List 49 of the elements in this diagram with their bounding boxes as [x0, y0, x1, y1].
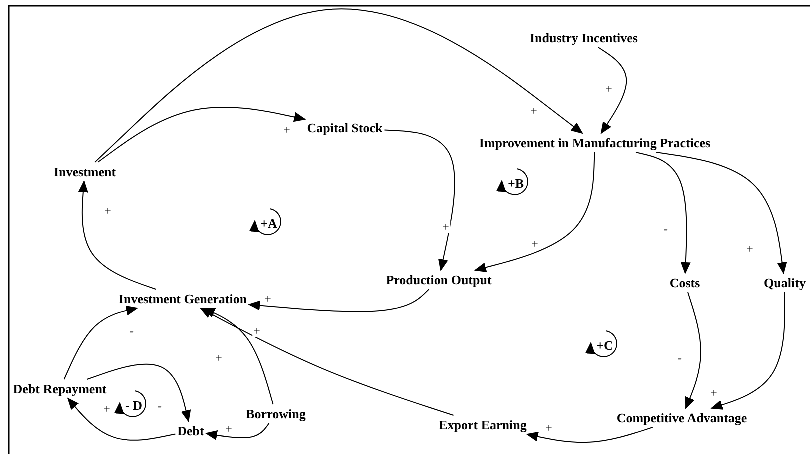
variable-label: Export Earning [439, 418, 527, 432]
polarity-label: + [104, 205, 112, 217]
polarity-label: + [710, 387, 718, 399]
causal-arrow [474, 152, 596, 273]
causal-arrow [67, 398, 176, 441]
polarity-label: + [102, 403, 112, 415]
causal-arrow [64, 306, 138, 380]
causal-arrow [710, 292, 786, 410]
loop-label: +C [596, 339, 614, 353]
variable-label: Competitive Advantage [616, 410, 748, 426]
variable-label: Improvement in Manufacturing Practices [479, 136, 711, 150]
variable-label: Debt Repayment [13, 382, 107, 396]
causal-arrow [526, 427, 654, 443]
causal-arrow [685, 292, 702, 410]
polarity-label: + [264, 293, 272, 305]
variable-label: Borrowing [246, 406, 306, 422]
variable-label: Quality [764, 276, 806, 290]
variable-label: Costs [670, 276, 700, 290]
causal-arrow [384, 130, 456, 272]
causal-arrow [598, 47, 628, 134]
variable-label: Debt [178, 424, 204, 438]
causal-arrow [656, 152, 788, 274]
causal-arrow [636, 152, 691, 274]
causal-arrow [203, 308, 274, 405]
polarity-label: + [442, 221, 450, 233]
variable-label: Industry Incentives [530, 30, 638, 46]
causal-arrow [78, 180, 157, 290]
variable-label: Production Output [386, 272, 492, 288]
causal-arrow [248, 289, 430, 312]
causal-arrow [205, 423, 270, 440]
variable-label: Capital Stock [307, 120, 383, 136]
polarity-label: + [214, 352, 224, 364]
causal-arrow [86, 364, 192, 422]
polarity-label: + [282, 124, 292, 136]
polarity-label: + [544, 422, 554, 434]
causal-arrow [97, 107, 306, 163]
polarity-label: + [746, 243, 754, 255]
polarity-label: + [604, 83, 614, 95]
variable-label: Investment [54, 164, 116, 180]
causal-arrow [94, 8, 584, 163]
polarity-label: + [530, 105, 538, 117]
polarity-label: + [530, 238, 540, 250]
loop-label: +A [260, 217, 278, 231]
causal-arrow [200, 308, 454, 416]
polarity-label: + [252, 325, 262, 337]
polarity-label: + [224, 423, 234, 435]
loop-label: +B [508, 177, 524, 191]
loop-label: - D [126, 399, 142, 413]
variable-label: Investment Generation [118, 292, 248, 306]
